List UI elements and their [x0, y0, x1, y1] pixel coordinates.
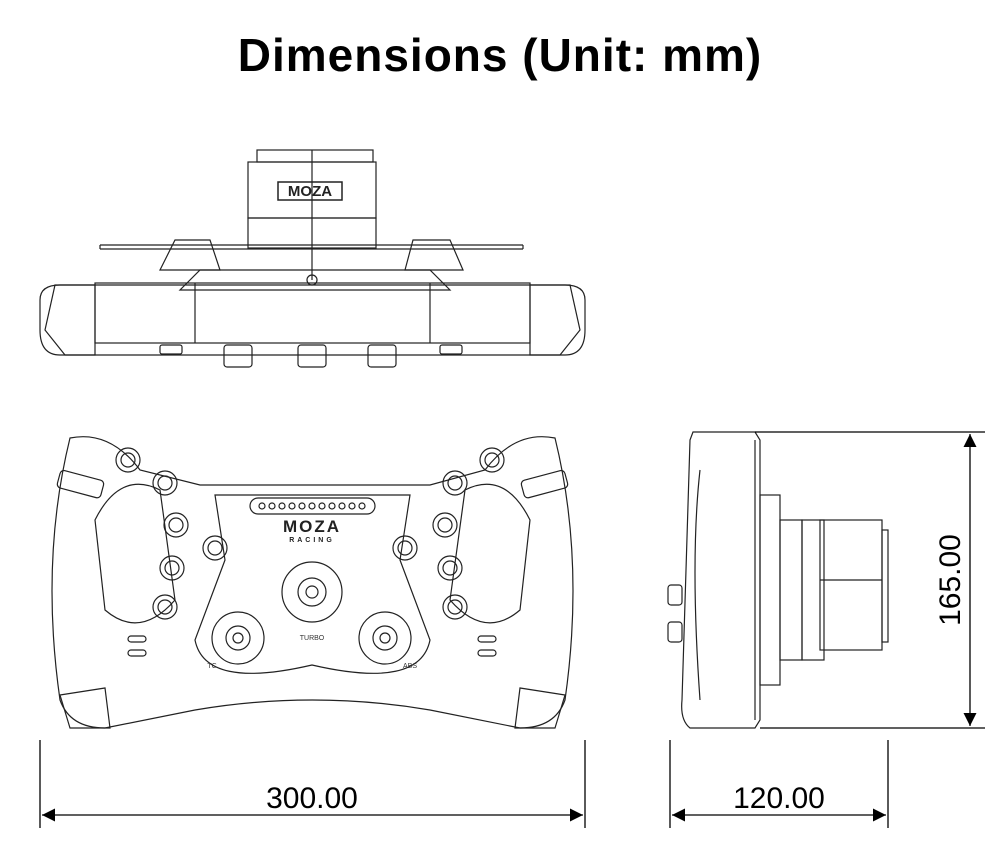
front-view: MOZA RACING TURBO TC ABS	[51, 436, 574, 729]
knob-left-label: TC	[207, 663, 216, 670]
knob-right-label: ABS	[403, 663, 417, 670]
front-view-brand: MOZA	[283, 517, 341, 536]
width-dimension-label: 300.00	[266, 782, 358, 815]
depth-dimension-label: 120.00	[733, 782, 825, 815]
top-view: MOZA	[39, 149, 586, 368]
knob-center-label: TURBO	[300, 635, 325, 642]
led-row	[249, 497, 376, 515]
left-buttons	[115, 447, 228, 620]
front-view-brand-sub: RACING	[289, 537, 335, 544]
diagram-title: Dimensions (Unit: mm)	[237, 29, 763, 81]
rotary-knobs	[211, 561, 412, 665]
top-view-logo-plate	[277, 181, 343, 201]
right-buttons	[392, 447, 505, 620]
side-view	[667, 431, 889, 729]
height-dimension-label: 165.00	[934, 534, 967, 626]
top-view-brand: MOZA	[288, 183, 332, 200]
dimension-lines	[39, 431, 985, 828]
